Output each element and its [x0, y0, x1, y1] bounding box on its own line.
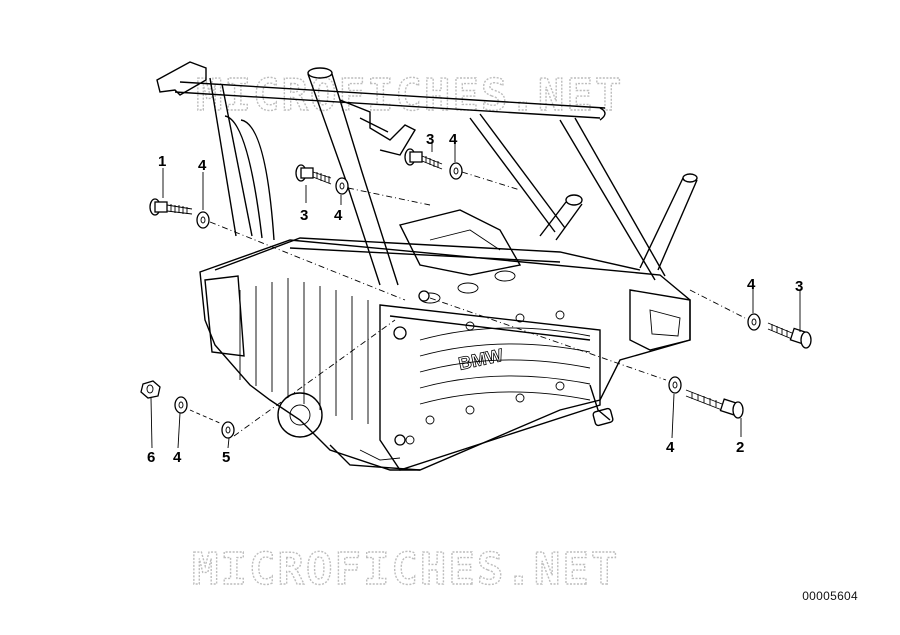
callout-4-right: 4 — [747, 276, 756, 293]
nut-6 — [140, 380, 161, 399]
callout-2: 2 — [736, 439, 744, 456]
callout-4-upper-left: 4 — [334, 207, 343, 224]
washer-5 — [221, 421, 235, 439]
washer-4-left — [196, 211, 210, 229]
svg-text:BMW: BMW — [457, 345, 505, 374]
bolt-2 — [668, 376, 744, 419]
hardware-parts — [140, 148, 812, 439]
callout-4-lower-right: 4 — [666, 439, 675, 456]
callouts: 1 4 3 4 3 4 4 3 6 4 5 4 2 — [147, 131, 803, 466]
callout-3-right: 3 — [795, 278, 803, 295]
bolt-3-upper-middle — [404, 148, 443, 170]
callout-3-upper-left: 3 — [300, 207, 308, 224]
callout-4-lower-left: 4 — [173, 449, 182, 466]
callout-6: 6 — [147, 449, 155, 466]
engine-drawing: BMW — [199, 209, 691, 471]
document-number: 00005604 — [802, 589, 858, 603]
callout-4-left: 4 — [198, 157, 207, 174]
frame-drawing — [156, 61, 698, 286]
bolt-3-upper-left — [295, 164, 332, 185]
leader-lines — [150, 142, 801, 449]
callout-3-upper-middle: 3 — [426, 131, 434, 148]
washer-4-lower — [174, 396, 188, 414]
callout-5: 5 — [222, 449, 230, 466]
watermark-bottom: MICROFICHES.NET — [192, 544, 619, 595]
callout-1: 1 — [158, 153, 166, 170]
callout-4-upper-middle: 4 — [449, 131, 458, 148]
bolt-1 — [149, 198, 193, 216]
bolt-3-right — [747, 313, 812, 349]
